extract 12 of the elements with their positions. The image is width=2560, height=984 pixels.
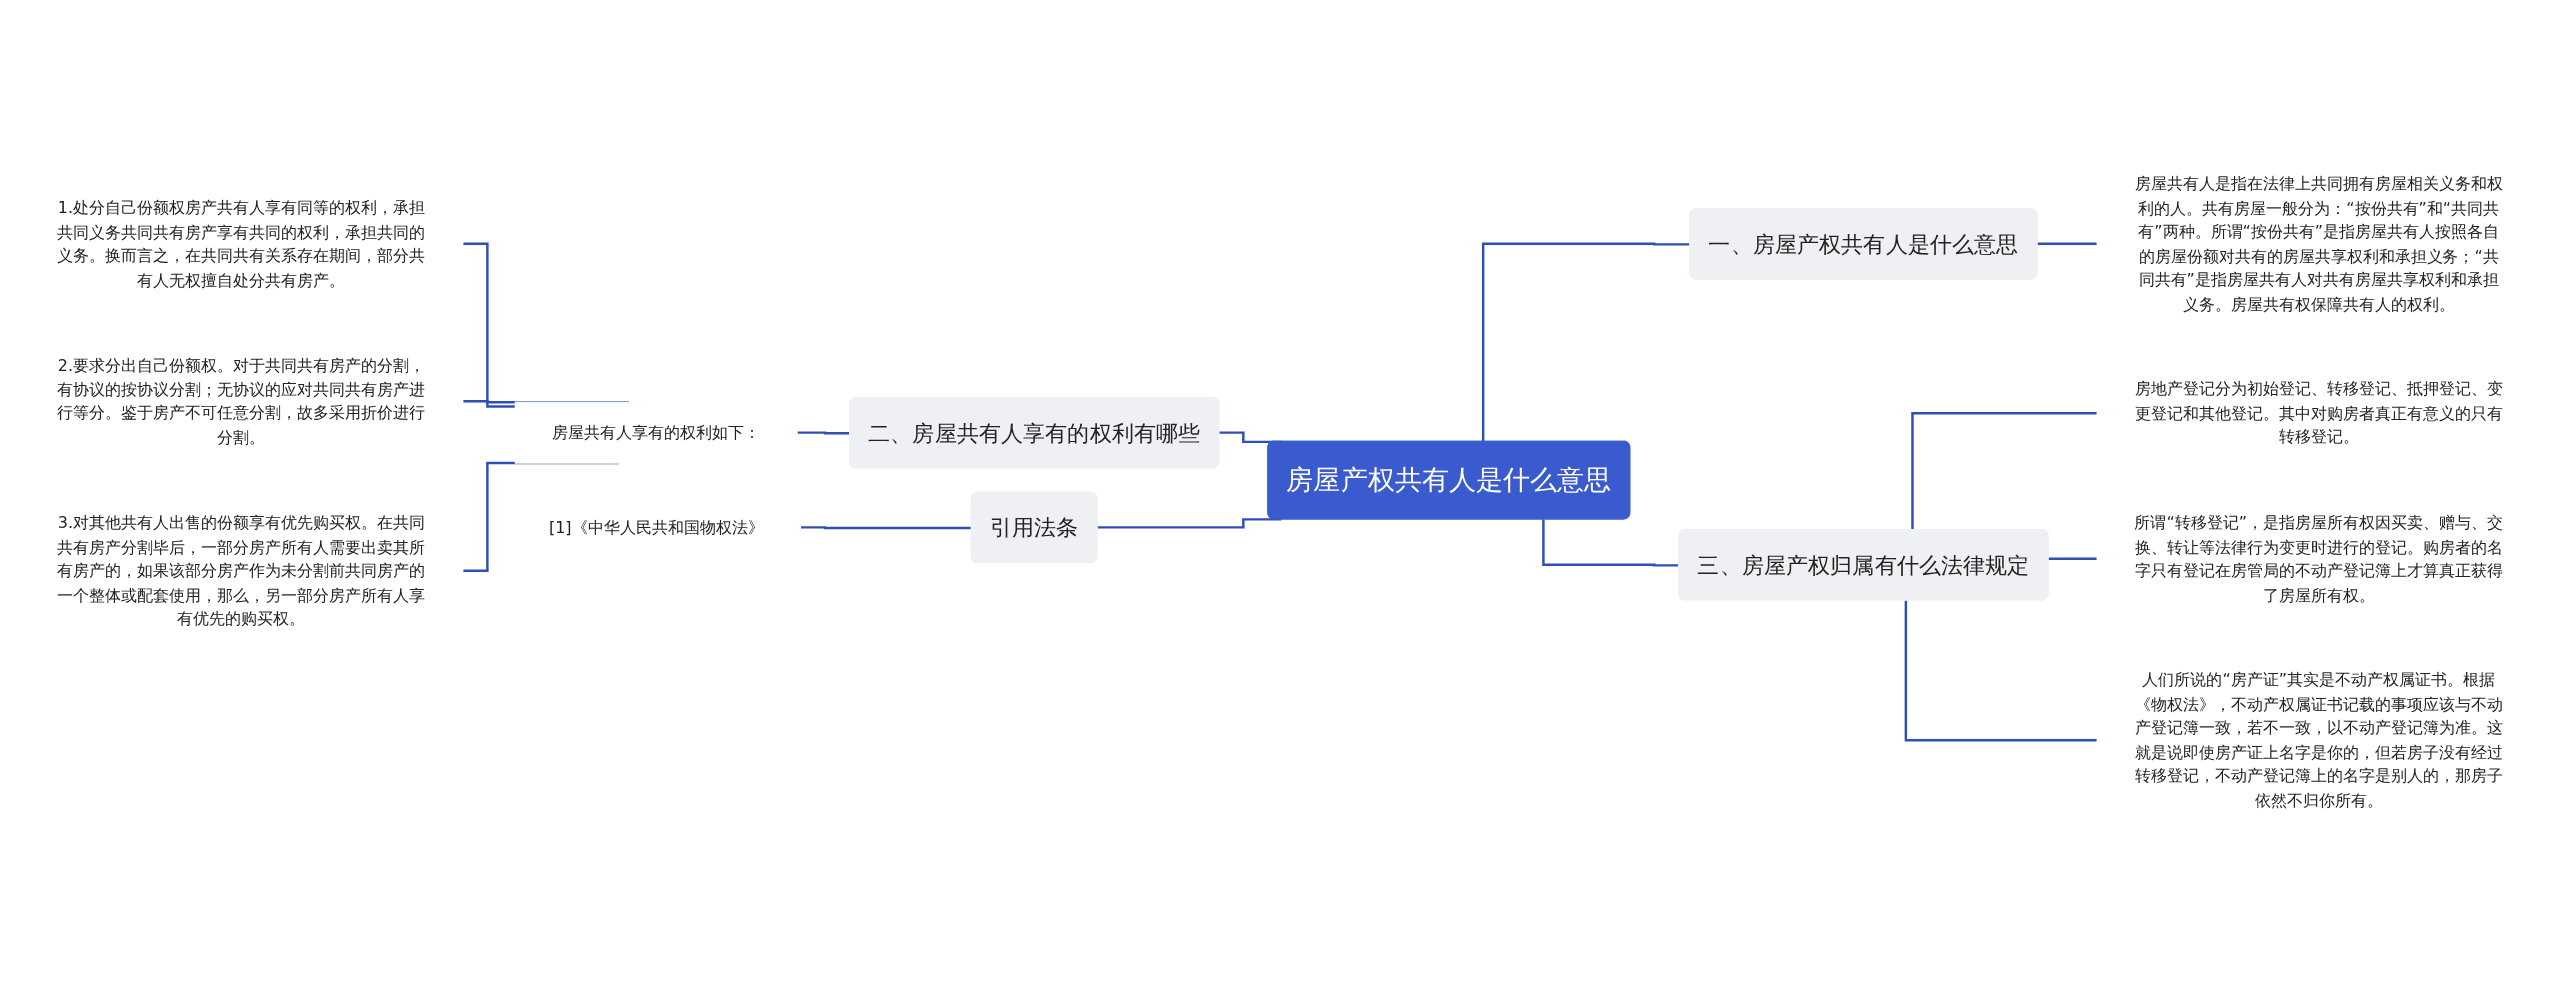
- node-text: 所谓“转移登记”，是指房屋所有权因买卖、赠与、交换、转让等法律行为变更时进行的登记。购房者的名字只有登记在房管局的不动产登记簿上才算真正获得了房屋所有权。: [2134, 513, 2503, 604]
- node-text: 人们所说的“房产证”其实是不动产权属证书。根据《物权法》，不动产权属证书记载的事项应该与不动产登记簿一致，若不一致，以不动产登记簿为准。这就是说即使房产证上名字是你的，但若房子没有经过转移登记，不动产登记簿上的名字是别人的，那房子依然不归你所有。: [2134, 670, 2503, 810]
- connector: [1904, 600, 2098, 742]
- node-text: 1.处分自己份额权房产共有人享有同等的权利，承担共同义务共同共有房产享有共同的权利，承担共同的义务。换而言之，在共同共有关系存在期间，部分共有人无权擅自处分共有房产。: [57, 198, 426, 289]
- node-text: [1]《中华人民共和国物权法》: [548, 517, 764, 537]
- node-text: 2.要求分出自己份额权。对于共同共有房产的分割，有协议的按协议分割；无协议的应对共同共有房产进行等分。鉴于房产不可任意分割，故多采用折价进行分割。: [57, 355, 426, 447]
- connector: [2036, 242, 2098, 246]
- connector: [1911, 412, 2098, 531]
- connector: [1096, 518, 1282, 530]
- node-text: 房地产登记分为初始登记、转移登记、抵押登记、变更登记和其他登记。其中对购房者真正有意义的只有转移登记。: [2134, 379, 2503, 447]
- node-text: 3.对其他共有人出售的份额享有优先购买权。在共同共有房产分割毕后，一部分房产所有人需要出卖其所有房产的，如果该部分房产作为未分割前共同房产的一个整体或配套使用，那么，另一部分房产所有人享有优先的购买权。: [57, 513, 426, 628]
- node-text: 房屋共有人是指在法律上共同拥有房屋相关义务和权利的人。共有房屋一般分为：“按份共有”和“共同共有”两种。所谓“按份共有”是指房屋共有人按照各自的房屋份额对共有的房屋共享权利和承担义务；“共同共有”是指房屋共有人对共有房屋共享权利和承担义务。房屋共有权保障共有人的权利。: [2134, 174, 2503, 313]
